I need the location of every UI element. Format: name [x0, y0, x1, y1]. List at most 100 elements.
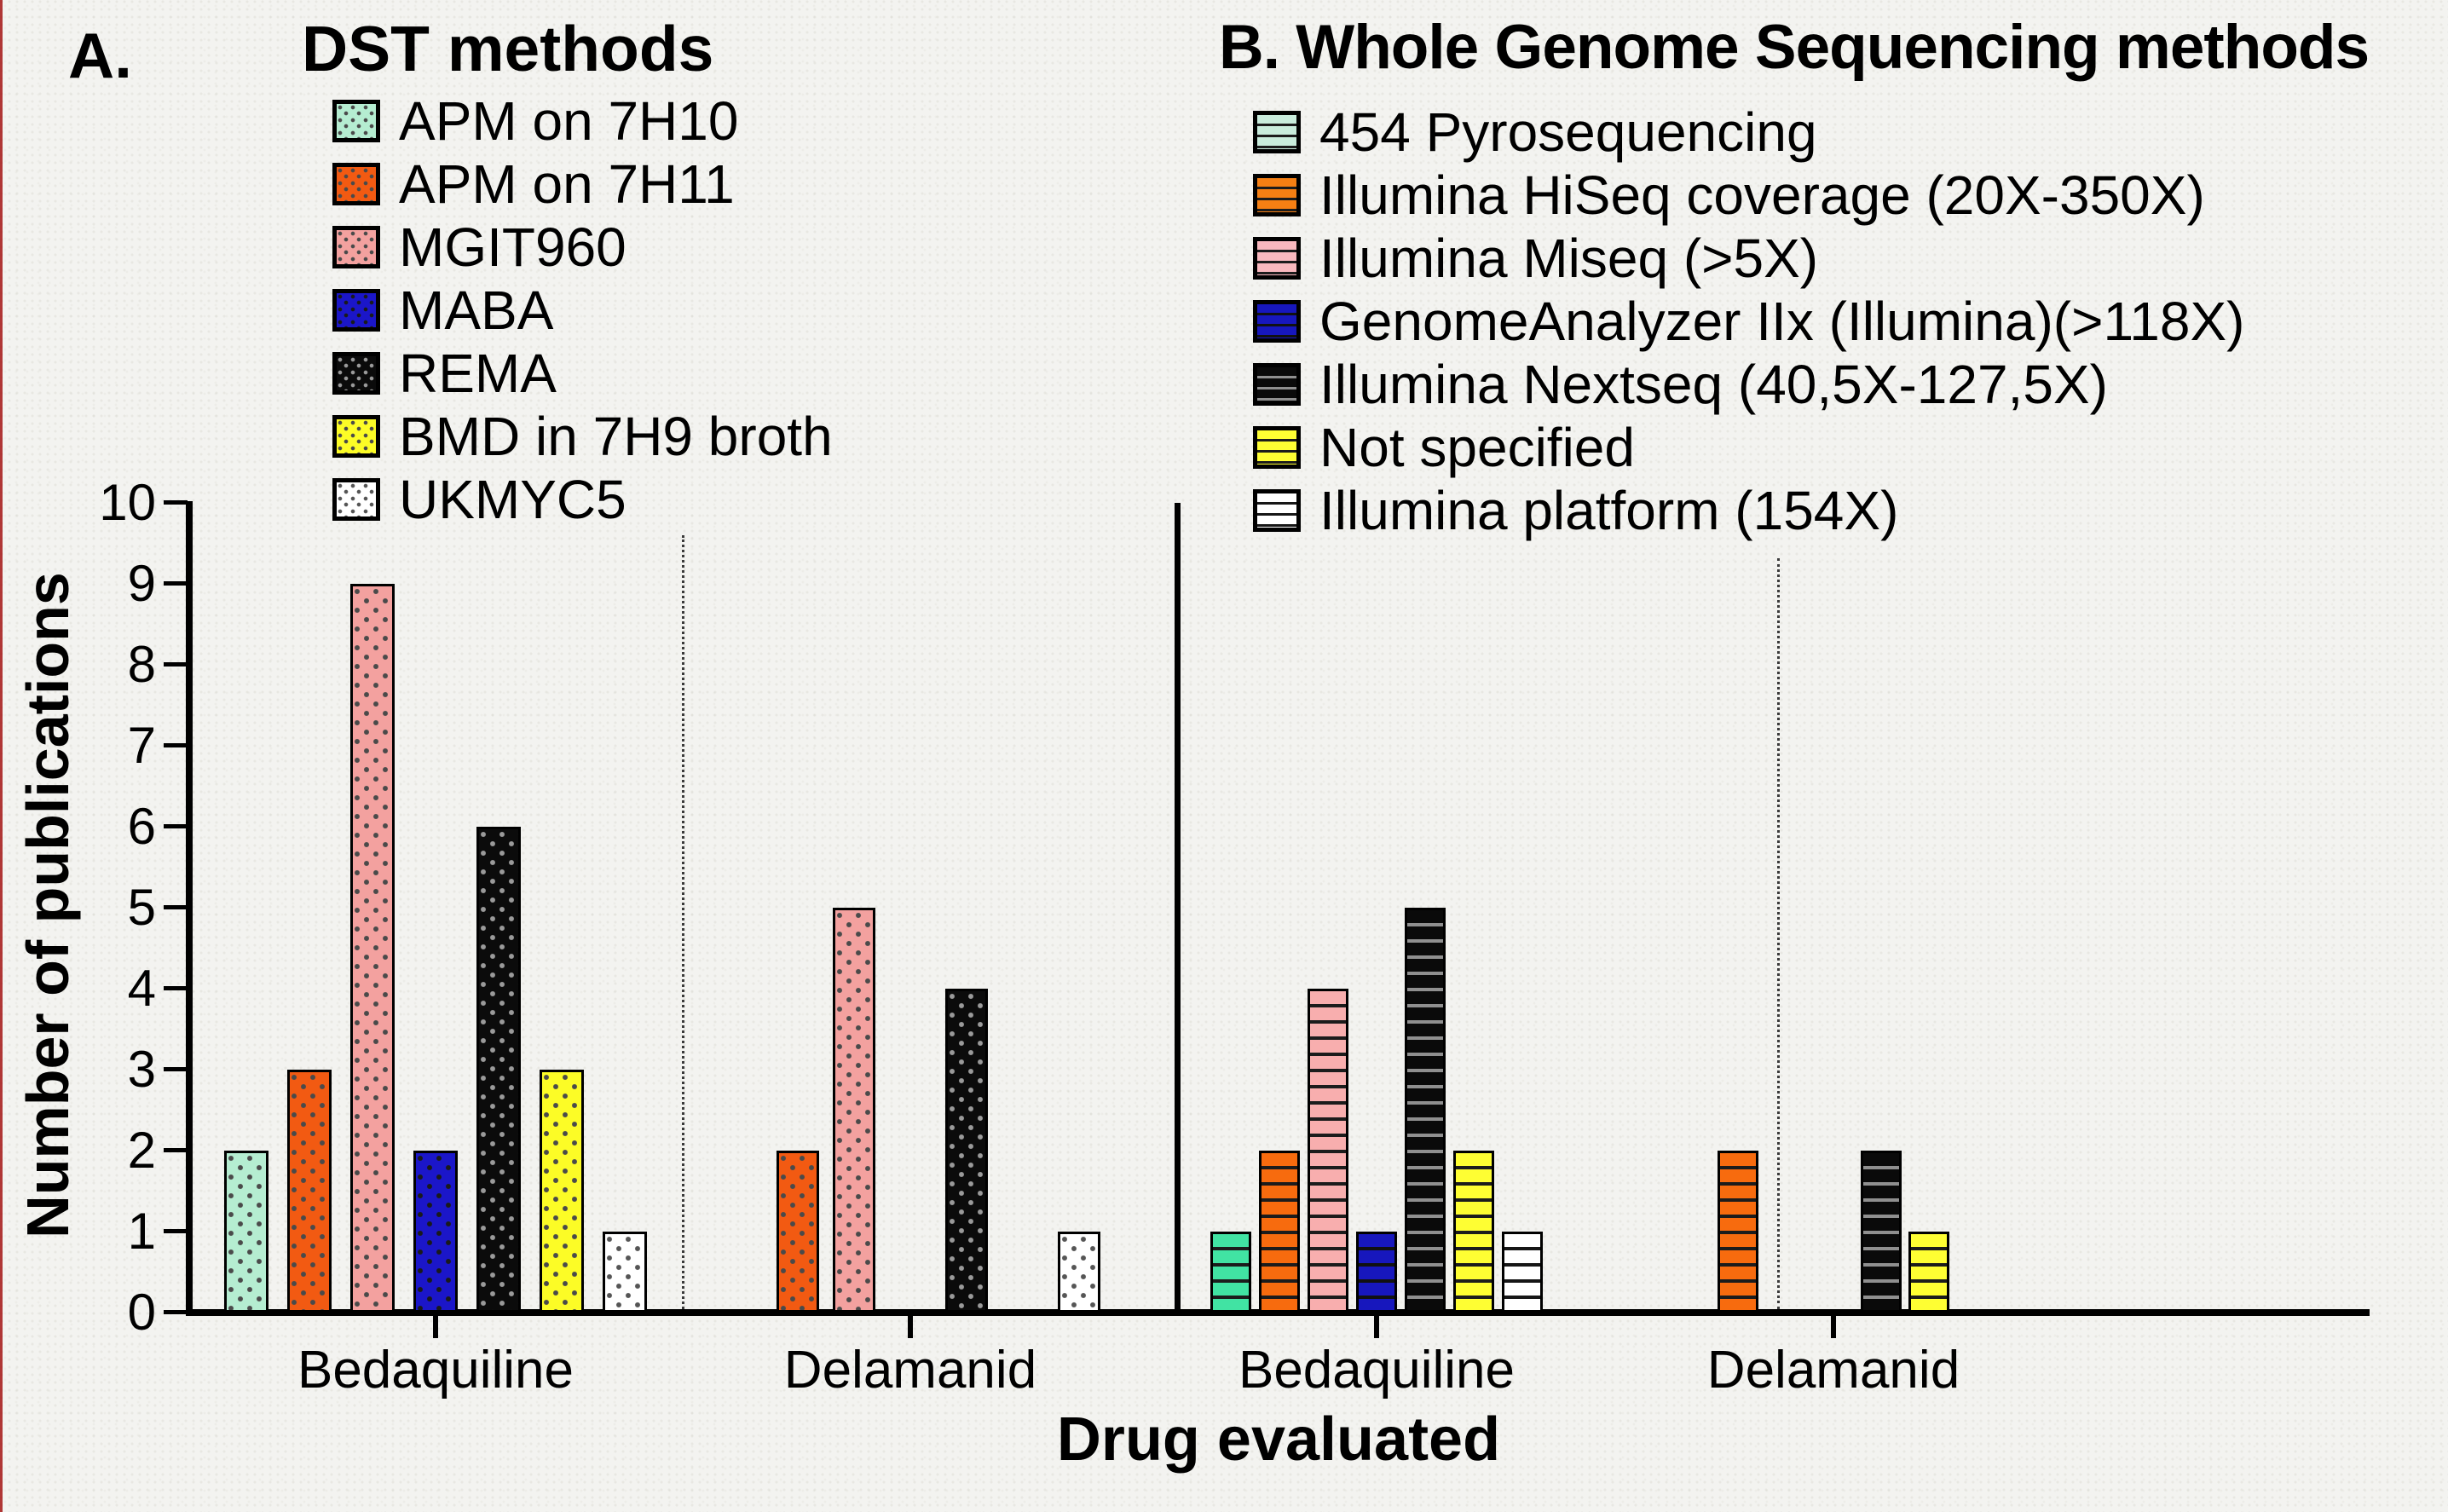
legend-label-mgit960: MGIT960: [399, 216, 626, 278]
bar-a-bedaquiline-maba: [413, 1151, 458, 1313]
y-tick-label: 5: [127, 879, 156, 936]
legend-item-rema: REMA: [332, 342, 833, 405]
legend-item-454-pyrosequencing: 454 Pyrosequencing: [1253, 101, 2244, 164]
y-axis-tick: [164, 1067, 188, 1071]
y-axis-tick: [164, 1148, 188, 1152]
legend-item-mgit960: MGIT960: [332, 216, 833, 279]
legend-label-rema: REMA: [399, 343, 557, 404]
legend-label-maba: MABA: [399, 280, 554, 341]
bar-b-bedaquiline-illumina-miseq-5x: [1308, 989, 1348, 1313]
legend-label-illumina-miseq-5x: Illumina Miseq (>5X): [1319, 228, 1819, 289]
legend-item-illumina-platform-154x: Illumina platform (154X): [1253, 479, 2244, 542]
x-axis-group-tick: [1831, 1316, 1836, 1338]
y-axis-tick: [164, 662, 188, 667]
legend-item-genomeanalyzer-iix-illumina-118x: GenomeAnalyzer IIx (Illumina)(>118X): [1253, 290, 2244, 353]
y-tick-label: 9: [127, 555, 156, 612]
bar-b-bedaquiline-not-specified: [1453, 1151, 1494, 1313]
legend-swatch-apm-on-7h11: [332, 163, 380, 205]
panel-b-letter: B.: [1219, 13, 1280, 82]
y-axis-line: [186, 501, 193, 1313]
legend-label-ukmyc5: UKMYC5: [399, 469, 626, 530]
x-category-label: Bedaquiline: [1238, 1341, 1516, 1399]
bar-a-bedaquiline-rema: [476, 827, 521, 1313]
bar-a-bedaquiline-mgit960: [350, 584, 395, 1313]
bar-b-delamanid-not-specified: [1908, 1232, 1949, 1313]
bar-a-delamanid-mgit960: [833, 908, 875, 1313]
bar-a-bedaquiline-apm-on-7h10: [224, 1151, 268, 1313]
legend-item-illumina-hiseq-coverage-20x-350x: Illumina HiSeq coverage (20X-350X): [1253, 164, 2244, 227]
legend-label-454-pyrosequencing: 454 Pyrosequencing: [1319, 101, 1817, 163]
legend-item-apm-on-7h10: APM on 7H10: [332, 89, 833, 153]
legend-label-genomeanalyzer-iix-illumina-118x: GenomeAnalyzer IIx (Illumina)(>118X): [1319, 291, 2245, 352]
legend-label-apm-on-7h10: APM on 7H10: [399, 90, 739, 152]
x-axis-group-tick: [908, 1316, 913, 1338]
x-axis-title: Drug evaluated: [1056, 1405, 1501, 1474]
bar-a-delamanid-ukmyc5: [1058, 1232, 1100, 1313]
y-axis-tick: [164, 1310, 188, 1314]
legend-item-maba: MABA: [332, 279, 833, 342]
x-axis-group-tick: [433, 1316, 438, 1338]
y-tick-label: 2: [127, 1122, 156, 1179]
legend-label-illumina-hiseq-coverage-20x-350x: Illumina HiSeq coverage (20X-350X): [1319, 164, 2205, 226]
y-tick-label: 8: [127, 636, 156, 693]
y-axis-tick: [164, 1229, 188, 1233]
panel-b-title-text: Whole Genome Sequencing methods: [1296, 13, 2370, 82]
bar-b-delamanid-illumina-nextseq-40-5x-127-5x: [1861, 1151, 1902, 1313]
x-axis-group-tick: [1374, 1316, 1379, 1338]
y-axis-tick: [164, 905, 188, 909]
panel-a-group-divider: [682, 535, 684, 1309]
legend-swatch-illumina-platform-154x: [1253, 489, 1301, 532]
bar-b-bedaquiline-454-pyrosequencing: [1210, 1232, 1251, 1313]
legend-label-apm-on-7h11: APM on 7H11: [399, 153, 735, 215]
bar-b-delamanid-illumina-hiseq-coverage-20x-350x: [1718, 1151, 1758, 1313]
legend-swatch-apm-on-7h10: [332, 100, 380, 142]
legend-swatch-illumina-hiseq-coverage-20x-350x: [1253, 174, 1301, 216]
x-category-label: Bedaquiline: [297, 1341, 574, 1399]
y-tick-label: 0: [127, 1284, 156, 1341]
legend-item-illumina-miseq-5x: Illumina Miseq (>5X): [1253, 227, 2244, 290]
y-tick-label: 10: [99, 474, 156, 531]
legend-item-ukmyc5: UKMYC5: [332, 468, 833, 531]
legend-item-not-specified: Not specified: [1253, 416, 2244, 479]
legend-item-illumina-nextseq-40-5x-127-5x: Illumina Nextseq (40,5X-127,5X): [1253, 353, 2244, 416]
bar-b-bedaquiline-genomeanalyzer-iix-illumina-118x: [1356, 1232, 1397, 1313]
bar-b-bedaquiline-illumina-platform-154x: [1502, 1232, 1543, 1313]
panel-a-letter: A.: [68, 20, 132, 91]
legend-swatch-bmd-in-7h9-broth: [332, 415, 380, 458]
bar-a-delamanid-rema: [945, 989, 988, 1313]
bar-a-delamanid-apm-on-7h11: [777, 1151, 819, 1313]
y-tick-label: 3: [127, 1041, 156, 1098]
legend-swatch-illumina-nextseq-40-5x-127-5x: [1253, 363, 1301, 406]
legend-swatch-mgit960: [332, 226, 380, 268]
panel-a-title: DST methods: [302, 13, 714, 84]
y-tick-label: 4: [127, 960, 156, 1017]
scan-edge-artifact: [0, 0, 3, 1512]
bar-a-bedaquiline-bmd-in-7h9-broth: [540, 1070, 584, 1313]
legend-item-apm-on-7h11: APM on 7H11: [332, 153, 833, 216]
y-tick-label: 6: [127, 798, 156, 855]
y-axis-tick: [164, 986, 188, 990]
y-tick-label: 1: [127, 1203, 156, 1260]
bar-a-bedaquiline-apm-on-7h11: [287, 1070, 332, 1313]
bar-b-bedaquiline-illumina-hiseq-coverage-20x-350x: [1259, 1151, 1300, 1313]
legend-swatch-rema: [332, 352, 380, 395]
panel-b-title: B. Whole Genome Sequencing methods: [1219, 12, 2370, 83]
x-category-label: Delamanid: [783, 1341, 1037, 1399]
bar-a-bedaquiline-ukmyc5: [603, 1232, 647, 1313]
panel-b-group-divider: [1777, 558, 1780, 1309]
legend-item-bmd-in-7h9-broth: BMD in 7H9 broth: [332, 405, 833, 468]
legend-label-illumina-platform-154x: Illumina platform (154X): [1319, 480, 1899, 541]
legend-swatch-genomeanalyzer-iix-illumina-118x: [1253, 300, 1301, 343]
x-category-label: Delamanid: [1706, 1341, 1960, 1399]
legend-swatch-illumina-miseq-5x: [1253, 237, 1301, 280]
legend-label-illumina-nextseq-40-5x-127-5x: Illumina Nextseq (40,5X-127,5X): [1319, 354, 2108, 415]
y-axis-tick: [164, 581, 188, 586]
panel-separator-line: [1175, 503, 1181, 1313]
legend-label-not-specified: Not specified: [1319, 417, 1635, 478]
y-axis-tick: [164, 743, 188, 747]
legend-swatch-454-pyrosequencing: [1253, 111, 1301, 153]
y-axis-tick: [164, 500, 188, 505]
